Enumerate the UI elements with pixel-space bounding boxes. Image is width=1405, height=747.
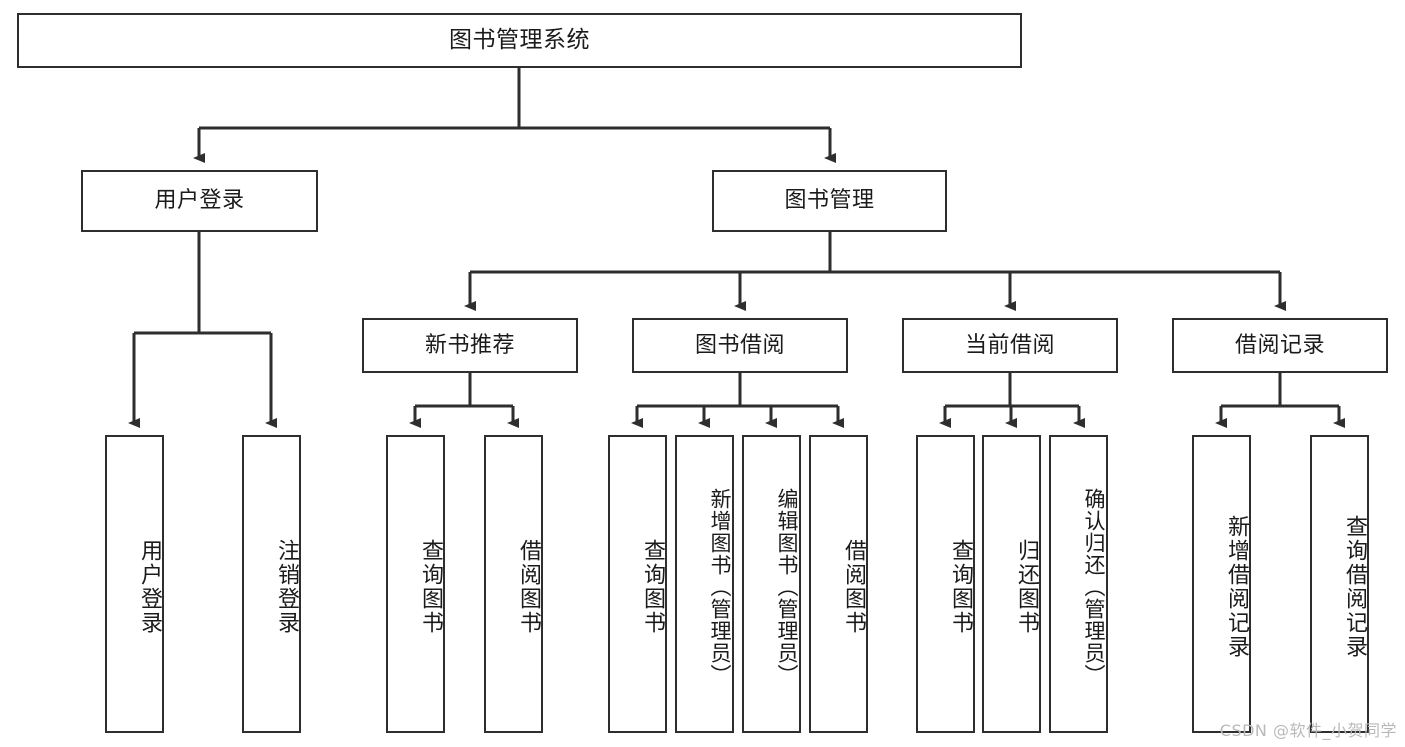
node-label: 用户登录 — [137, 539, 162, 635]
node-label: 确认归还（管理员） — [1082, 488, 1106, 686]
node-label: 当前借阅 — [964, 332, 1055, 358]
node-label: 归还图书 — [1014, 539, 1039, 635]
leaf-new-book-query[interactable]: 查询图书 — [386, 435, 445, 733]
leaf-user-login-signout[interactable]: 注销登录 — [242, 435, 301, 733]
leaf-record-add-record[interactable]: 新增借阅记录 — [1192, 435, 1251, 733]
node-user-login[interactable]: 用户登录 — [81, 170, 318, 232]
leaf-borrow-query-book[interactable]: 查询图书 — [608, 435, 667, 733]
leaf-borrow-add-book-admin[interactable]: 新增图书（管理员） — [675, 435, 734, 733]
node-root-book-management-system[interactable]: 图书管理系统 — [17, 13, 1022, 68]
leaf-user-login-signin[interactable]: 用户登录 — [105, 435, 164, 733]
leaf-borrow-edit-book-admin[interactable]: 编辑图书（管理员） — [742, 435, 801, 733]
leaf-current-query-book[interactable]: 查询图书 — [916, 435, 975, 733]
node-label: 借阅图书 — [516, 539, 541, 635]
node-label: 编辑图书（管理员） — [775, 488, 799, 686]
leaf-record-query-record[interactable]: 查询借阅记录 — [1310, 435, 1369, 733]
node-label: 新增借阅记录 — [1224, 515, 1249, 659]
node-label: 图书管理 — [784, 188, 875, 214]
leaf-new-book-borrow[interactable]: 借阅图书 — [484, 435, 543, 733]
csdn-watermark: CSDN @软件_小贺同学 — [1219, 721, 1397, 740]
leaf-current-confirm-return-admin[interactable]: 确认归还（管理员） — [1049, 435, 1108, 733]
node-label: 借阅记录 — [1234, 332, 1325, 358]
node-new-book-recommend[interactable]: 新书推荐 — [362, 318, 578, 373]
node-label: 图书借阅 — [694, 332, 785, 358]
node-label: 查询图书 — [948, 539, 973, 635]
node-label: 查询借阅记录 — [1342, 515, 1367, 659]
leaf-borrow-borrow-book[interactable]: 借阅图书 — [809, 435, 868, 733]
node-book-borrow[interactable]: 图书借阅 — [632, 318, 848, 373]
leaf-current-return-book[interactable]: 归还图书 — [982, 435, 1041, 733]
node-label: 新书推荐 — [424, 332, 515, 358]
node-label: 用户登录 — [154, 188, 245, 214]
node-label: 借阅图书 — [841, 539, 866, 635]
node-label: 新增图书（管理员） — [708, 488, 732, 686]
node-label: 查询图书 — [418, 539, 443, 635]
node-borrow-record[interactable]: 借阅记录 — [1172, 318, 1388, 373]
node-book-management[interactable]: 图书管理 — [712, 170, 947, 232]
node-label: 注销登录 — [274, 539, 299, 635]
node-label: 查询图书 — [640, 539, 665, 635]
node-current-borrow[interactable]: 当前借阅 — [902, 318, 1118, 373]
node-label: 图书管理系统 — [449, 26, 590, 53]
